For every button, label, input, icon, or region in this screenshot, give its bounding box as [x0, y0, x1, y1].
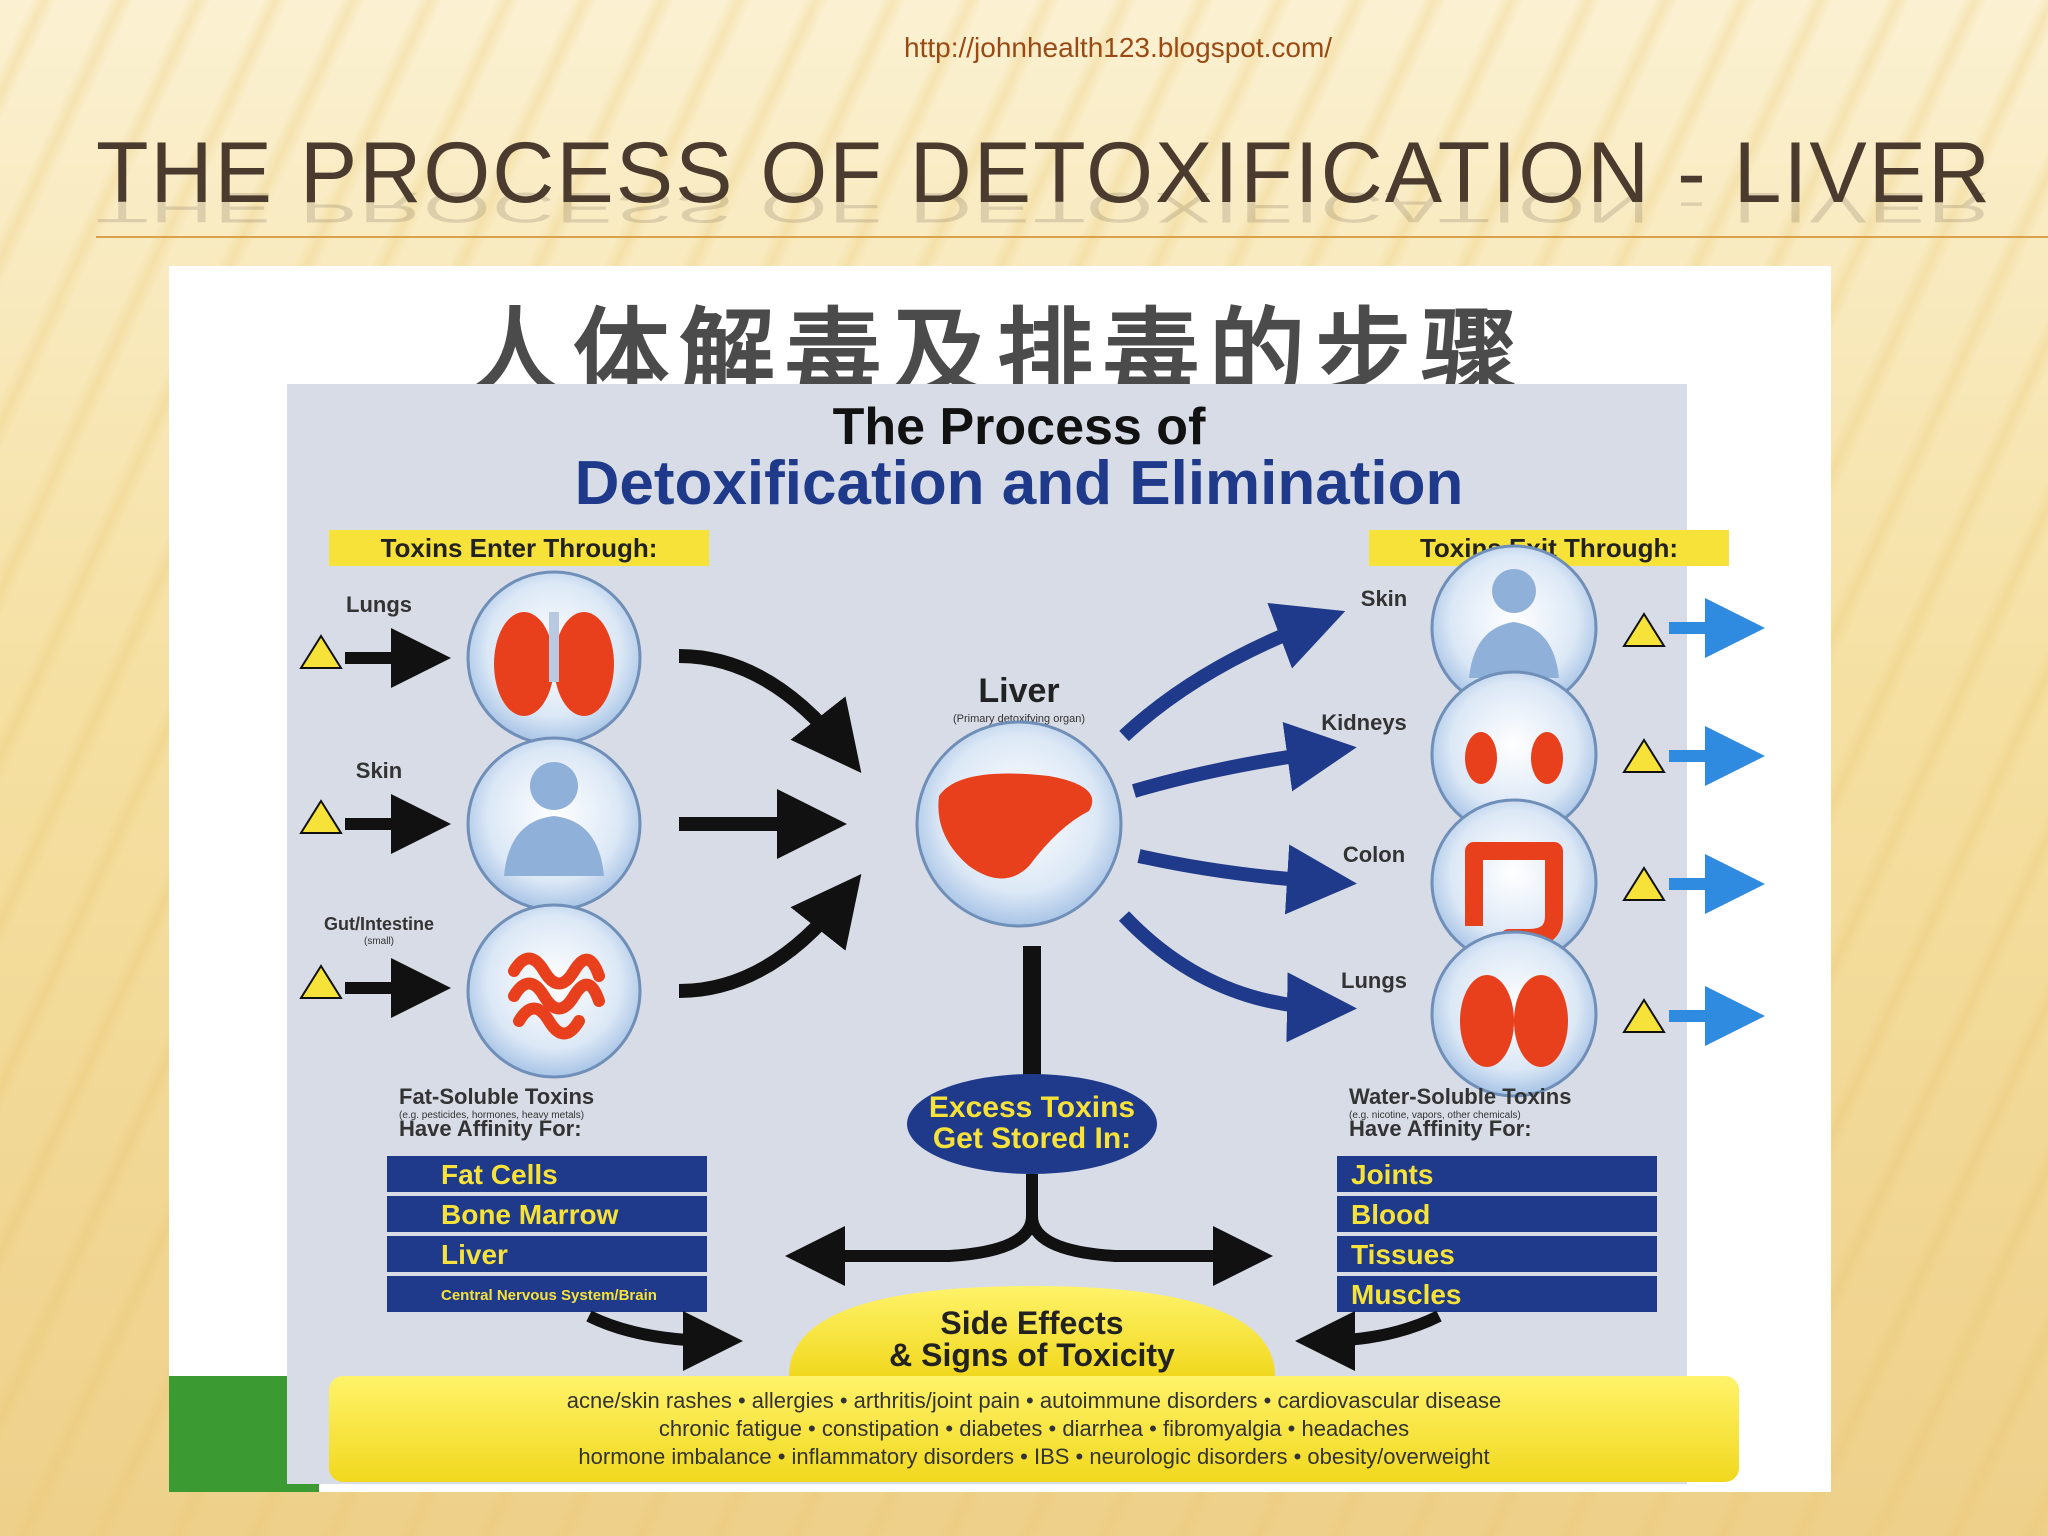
- liver-to-skin-arrow: [1119, 602, 1346, 742]
- kidney-icon: [1465, 732, 1497, 784]
- water-storage-item: Tissues: [1351, 1239, 1455, 1270]
- water-to-side-effects-arrow: [1295, 1310, 1442, 1371]
- biohazard-warning-icon: [299, 964, 343, 999]
- exit-organ-skin-label: Skin: [1361, 586, 1407, 611]
- fat-soluble-affinity: Have Affinity For:: [399, 1116, 582, 1141]
- biohazard-warning-icon: [299, 634, 343, 669]
- exit-organ-colon-label: Colon: [1343, 842, 1405, 867]
- heading-line-2: Detoxification and Elimination: [575, 449, 1464, 518]
- symptoms-line-3: hormone imbalance • inflammatory disorde…: [578, 1444, 1489, 1469]
- water-soluble-affinity: Have Affinity For:: [1349, 1116, 1532, 1141]
- fat-storage-item: Bone Marrow: [441, 1199, 619, 1230]
- symptoms-line-1: acne/skin rashes • allergies • arthritis…: [567, 1388, 1501, 1413]
- water-soluble-sub: (e.g. nicotine, vapors, other chemicals): [1349, 1110, 1521, 1121]
- exit-warning-icons: [1622, 612, 1666, 1033]
- lungs-icon-right: [1514, 975, 1568, 1067]
- biohazard-warning-icon: [1622, 612, 1666, 647]
- enter-organ-gut-label: Gut/Intestine: [324, 914, 434, 934]
- lungs-icon: [1460, 975, 1514, 1067]
- enter-organ-skin-label: Skin: [356, 758, 402, 783]
- fat-storage-item: Fat Cells: [441, 1159, 558, 1190]
- fat-to-side-effects-arrow: [586, 1310, 743, 1371]
- excess-toxins-line-2: Get Stored In:: [933, 1122, 1131, 1155]
- title-reflection: THE PROCESS OF DETOXIFICATION - LIVER: [96, 183, 1993, 232]
- lungs-icon: [494, 612, 554, 716]
- water-storage-item: Muscles: [1351, 1279, 1462, 1310]
- body-head-icon: [1492, 569, 1536, 613]
- water-storage-item: Blood: [1351, 1199, 1430, 1230]
- storage-right-arrow: [1026, 1215, 1273, 1286]
- water-storage-item: Joints: [1351, 1159, 1433, 1190]
- body-torso-icon: [1469, 622, 1559, 678]
- enter-label-box: [329, 530, 709, 566]
- diagram-canvas: The Process of Detoxification and Elimin…: [299, 398, 1765, 1482]
- biohazard-warning-icon: [1622, 998, 1666, 1033]
- fat-storage-stack: [387, 1156, 707, 1312]
- intestine-icon: [508, 952, 605, 1040]
- side-effects-line-2: & Signs of Toxicity: [889, 1337, 1175, 1373]
- source-url: http://johnhealth123.blogspot.com/: [904, 32, 1333, 63]
- gut-to-liver-arrow: [678, 874, 862, 998]
- excess-toxins-oval: [907, 1074, 1157, 1174]
- toxins-enter-label: Toxins Enter Through:: [381, 533, 658, 563]
- biohazard-warning-icon: [1622, 738, 1666, 773]
- liver-to-colon-arrow: [1137, 844, 1357, 915]
- side-effects-dome: [789, 1286, 1275, 1376]
- kidney-icon-right: [1531, 732, 1563, 784]
- liver-organ-icon: [938, 773, 1093, 879]
- exit-organ-kidneys-label: Kidneys: [1321, 710, 1407, 735]
- lungs-to-liver-arrow: [678, 649, 862, 773]
- liver-to-kidneys-arrow: [1132, 721, 1357, 798]
- trachea-icon: [549, 612, 559, 682]
- liver-to-lungs-arrow: [1118, 911, 1357, 1043]
- enter-organ-gut-sub: (small): [364, 936, 394, 947]
- excess-toxins-line-1: Excess Toxins: [929, 1091, 1135, 1124]
- exit-lungs-bubble: [1430, 930, 1598, 1098]
- heading-line-1: The Process of: [833, 398, 1206, 456]
- enter-gut-bubble: [466, 903, 642, 1079]
- symptoms-line-2: chronic fatigue • constipation • diabete…: [659, 1416, 1409, 1441]
- storage-left-arrow: [785, 1174, 1038, 1286]
- water-soluble-title: Water-Soluble Toxins: [1349, 1084, 1571, 1109]
- fat-soluble-title: Fat-Soluble Toxins: [399, 1084, 594, 1109]
- symptoms-box: [329, 1376, 1739, 1482]
- detox-infographic: 人体解毒及排毒的步骤 The Process of D: [169, 266, 1831, 1492]
- enter-organ-lungs-label: Lungs: [346, 592, 412, 617]
- slide-title: THE PROCESS OF DETOXIFICATION - LIVER: [96, 125, 1993, 221]
- body-torso-icon: [504, 816, 604, 876]
- biohazard-warning-icon: [299, 799, 343, 834]
- body-head-icon: [530, 762, 578, 810]
- liver-sublabel: (Primary detoxifying organ): [953, 713, 1085, 725]
- enter-warning-icons: [299, 634, 343, 999]
- fat-soluble-sub: (e.g. pesticides, hormones, heavy metals…: [399, 1110, 584, 1121]
- biohazard-warning-icon: [1622, 866, 1666, 901]
- water-storage-stack: [1337, 1156, 1657, 1312]
- fat-storage-item: Liver: [441, 1239, 508, 1270]
- lungs-icon-right: [554, 612, 614, 716]
- exit-organ-lungs-label: Lungs: [1341, 968, 1407, 993]
- fat-storage-item: Central Nervous System/Brain: [441, 1287, 657, 1304]
- liver-label: Liver: [978, 672, 1059, 710]
- side-effects-line-1: Side Effects: [940, 1305, 1123, 1341]
- title-underline: [96, 236, 2048, 238]
